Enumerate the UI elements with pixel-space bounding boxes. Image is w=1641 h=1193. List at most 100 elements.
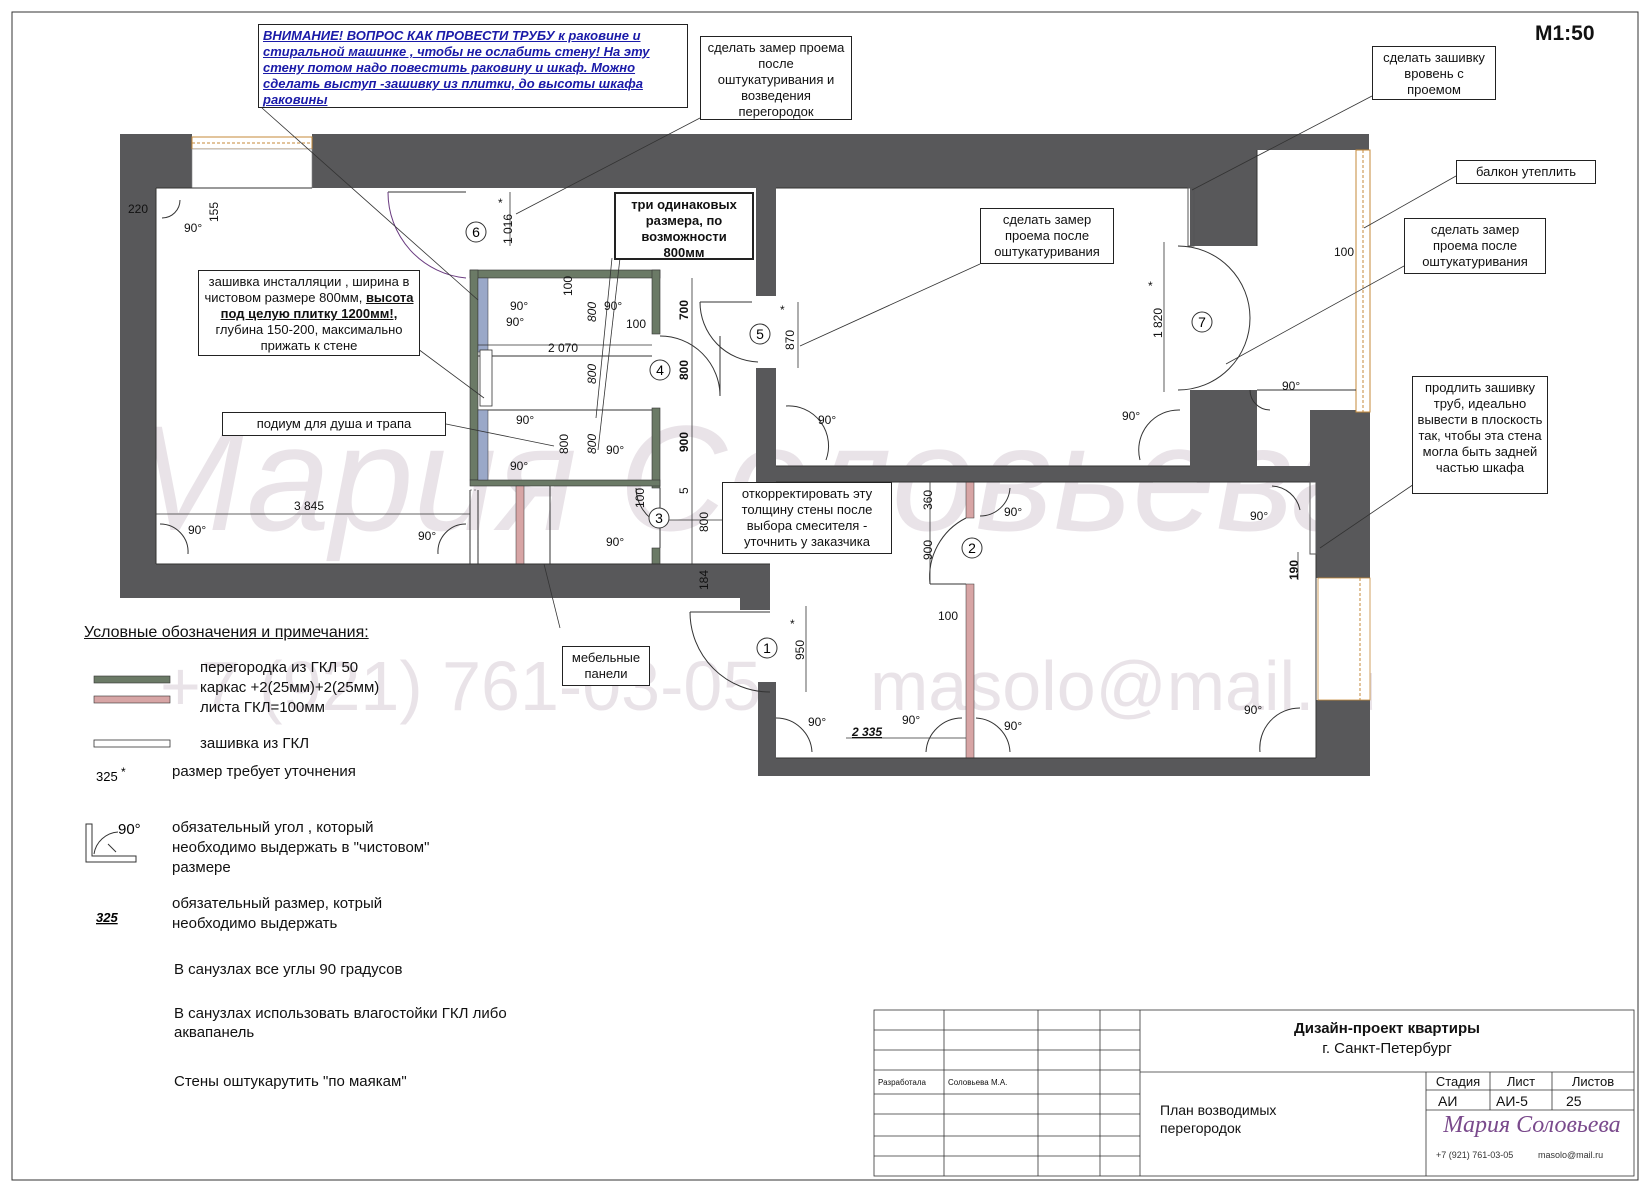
tb-sheet: АИ-5 [1496, 1093, 1528, 1109]
dim-label: 184 [697, 570, 711, 590]
angle-label: 90° [506, 315, 524, 329]
window-top [191, 136, 313, 189]
dim-label: 190 [1287, 560, 1301, 580]
dim-label: 100 [1334, 245, 1354, 259]
dim-label: 100 [938, 609, 958, 623]
dim-label: 100 [633, 488, 647, 508]
wall [756, 466, 1370, 482]
note-flush-cover: сделать зашивку вровень с проемом [1372, 46, 1496, 100]
note-installation-b: высота под целую плитку 1200мм!, [220, 290, 414, 321]
dim-label: 700 [677, 300, 691, 320]
legend-note-3: Стены оштукарутить "по маякам" [174, 1073, 407, 1090]
legend-note-2b: аквапанель [174, 1024, 255, 1041]
dim-label: 900 [921, 540, 935, 560]
wall [756, 188, 776, 296]
wall [756, 368, 776, 468]
dim-star: * [780, 303, 785, 317]
wall [1316, 482, 1370, 578]
dim-label: 800 [677, 360, 691, 380]
dim-label: 800 [557, 434, 571, 454]
angle-label: 90° [1004, 719, 1022, 733]
wall [740, 598, 770, 610]
note-adjust-wall: откорректировать эту толщину стены после… [722, 482, 892, 554]
dim-label: 155 [207, 202, 221, 222]
legend-note-2a: В санузлах использовать влагостойки ГКЛ … [174, 1005, 507, 1022]
dim-label: 800 [697, 512, 711, 532]
wall [312, 134, 1257, 188]
dim-label: 800 [585, 434, 599, 454]
dim-label: 2 335 [851, 725, 882, 739]
legend-refine-star: * [121, 765, 126, 779]
wall [120, 134, 156, 597]
dim-label: 3 845 [294, 499, 324, 513]
watermark-email: masolo@mail.ru [870, 647, 1377, 725]
legend-angle-2: необходимо выдержать в "чистовом" [172, 839, 430, 856]
title-block [873, 1009, 1635, 1177]
leader-lines [261, 95, 1457, 629]
angle-label: 90° [510, 299, 528, 313]
wall [1190, 390, 1257, 470]
note-measure-partitions: сделать замер проема после оштукатуриван… [700, 36, 852, 120]
angle-label: 90° [808, 715, 826, 729]
angle-label: 90° [818, 413, 836, 427]
wall [1190, 150, 1257, 246]
tb-sheets-label: Листов [1571, 1074, 1615, 1089]
legend-required-1: обязательный размер, котрый [172, 895, 383, 912]
legend-angle-sample: 90° [118, 821, 141, 838]
dim-label: 1 820 [1151, 308, 1165, 338]
legend-gkl-3: листа ГКЛ=100мм [200, 699, 325, 716]
dim-label: 950 [793, 640, 807, 660]
angle-label: 90° [510, 459, 528, 473]
dim-label: 1 016 [501, 214, 515, 244]
tb-city: г. Санкт-Петербург [1322, 1040, 1452, 1057]
watermark-phone: +7 (921) 761-03-05 [160, 647, 761, 725]
legend-refine: размер требует уточнения [172, 763, 356, 780]
angle-label: 90° [516, 413, 534, 427]
legend-required-2: необходимо выдержать [172, 915, 338, 932]
wall [758, 682, 776, 776]
tb-stage-label: Стадия [1435, 1074, 1481, 1089]
note-installation-c: глубина 150-200, максимально прижать к с… [215, 322, 403, 353]
dim-star: * [498, 196, 503, 210]
dim-label: 100 [561, 276, 575, 296]
door-number: 6 [472, 224, 480, 240]
legend-title: Условные обозначения и примечания: [84, 624, 369, 641]
tb-developed-label: Разработала [878, 1078, 926, 1087]
dimension-lines [156, 192, 1299, 739]
tb-email: masolo@mail.ru [1538, 1150, 1604, 1160]
angle-label: 90° [418, 529, 436, 543]
sheet-border [11, 11, 1639, 1181]
legend-angle-1: обязательный угол , который [172, 819, 374, 836]
note-measure-after-plaster: сделать замер проема после оштукатуриван… [980, 208, 1114, 264]
tb-brand: Мария Соловьева [1443, 1112, 1621, 1138]
legend-refine-sample: 325 [96, 769, 118, 784]
angle-label: 90° [606, 535, 624, 549]
warning-note: ВНИМАНИЕ! ВОПРОС КАК ПРОВЕСТИ ТРУБУ к ра… [258, 24, 688, 108]
angle-markers [159, 199, 1301, 753]
angle-label: 90° [188, 523, 206, 537]
window-balcony [1317, 149, 1371, 701]
dim-label: 360 [921, 490, 935, 510]
door-number: 7 [1198, 314, 1206, 330]
dim-star: * [1148, 279, 1153, 293]
dim-star: * [790, 617, 795, 631]
note-furniture: мебельные панели [562, 646, 650, 686]
note-balcony: балкон утеплить [1456, 160, 1596, 184]
tb-sheets: 25 [1566, 1093, 1582, 1109]
door-number: 3 [655, 510, 663, 526]
door-number: 4 [656, 362, 664, 378]
angle-label: 90° [606, 443, 624, 457]
tb-phone: +7 (921) 761-03-05 [1436, 1150, 1514, 1160]
angle-label: 90° [902, 713, 920, 727]
room-outlines [155, 150, 1356, 759]
angle-label: 90° [1250, 509, 1268, 523]
angle-label: 90° [1122, 409, 1140, 423]
dim-label: 5 [677, 487, 691, 494]
angle-label: 90° [1282, 379, 1300, 393]
dim-label: 870 [783, 330, 797, 350]
scale-label: M1:50 [1535, 22, 1595, 45]
gkl-partitions [469, 269, 975, 759]
note-measure-after-plaster: сделать замер проема после оштукатуриван… [1404, 218, 1546, 274]
legend-symbols: 90° 325 * 325 [85, 675, 171, 925]
